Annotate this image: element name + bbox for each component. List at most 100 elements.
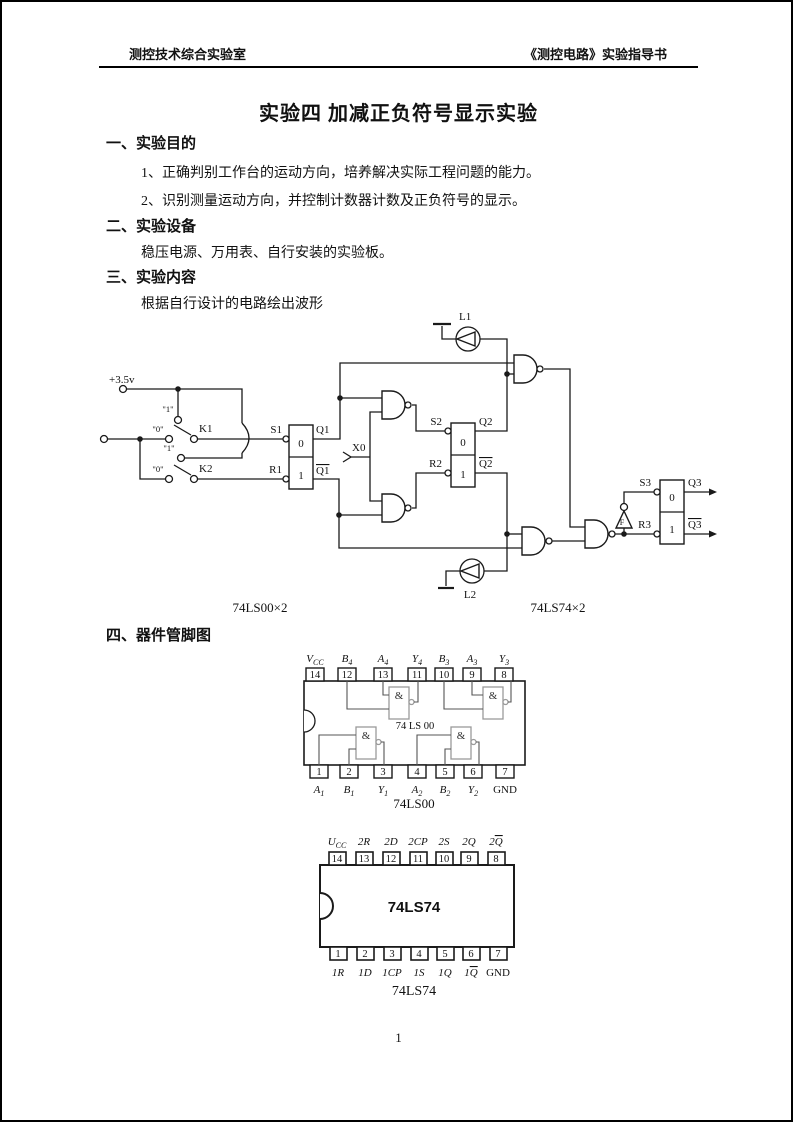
ff2-one: 1 xyxy=(460,469,466,481)
ff3-one: 1 xyxy=(669,524,675,536)
svg-text:1D: 1D xyxy=(358,967,372,979)
pin-number: 11 xyxy=(413,854,423,865)
pin-number: 3 xyxy=(389,949,394,960)
section-3-heading: 三、实验内容 xyxy=(106,270,197,286)
junction-dots xyxy=(137,371,627,537)
label-supply: +3.5v xyxy=(109,374,135,386)
nand-gates xyxy=(381,354,616,556)
svg-text:2R: 2R xyxy=(358,836,371,848)
ls74-bottom-pins: 1 2 3 4 5 6 7 xyxy=(329,946,508,961)
label-s3: S3 xyxy=(639,477,651,489)
ff1-one: 1 xyxy=(298,470,304,482)
inverter-label: F xyxy=(620,518,625,527)
ls00-internal-gates: & & & & 74 LS 00 xyxy=(318,681,512,765)
pin-number: 5 xyxy=(442,767,447,778)
pin-number: 10 xyxy=(439,854,450,865)
flip-flop-1: 0 1 xyxy=(282,424,314,490)
nand-chip-count: 74LS00×2 xyxy=(232,600,288,615)
page-title: 实验四 加减正负符号显示实验 xyxy=(259,103,538,125)
label-q3: Q3 xyxy=(688,477,702,489)
ff2-zero: 0 xyxy=(460,437,466,449)
label-k2-pos1: "1" xyxy=(163,443,174,453)
svg-text:1R: 1R xyxy=(332,967,345,979)
pin-number: 5 xyxy=(442,949,447,960)
ls74-top-labels: UCC 2R 2D 2CP 2S 2Q 2Q xyxy=(328,836,503,850)
label-k1-pos0: "0" xyxy=(152,424,163,434)
ls00-top-pins: 14 12 13 11 10 9 8 xyxy=(305,667,514,682)
ls00-top-labels: VCC B4 A4 Y4 B3 A3 Y3 xyxy=(306,653,509,667)
switch-terminals xyxy=(99,384,199,484)
svg-text:B2: B2 xyxy=(440,784,451,798)
header-right: 《测控电路》实验指导书 xyxy=(523,47,667,62)
ff-chip-count: 74LS74×2 xyxy=(530,600,586,615)
pin-number: 10 xyxy=(439,670,450,681)
pin-number: 13 xyxy=(359,854,370,865)
label-s2: S2 xyxy=(430,416,442,428)
section-2-body: 稳压电源、万用表、自行安装的实验板。 xyxy=(141,246,393,261)
label-q2-bar: Q2 xyxy=(479,458,492,470)
svg-text:1Q: 1Q xyxy=(464,967,478,979)
pin-number: 1 xyxy=(335,949,340,960)
label-k1: K1 xyxy=(199,423,212,435)
and-symbol: & xyxy=(489,690,498,702)
svg-text:B4: B4 xyxy=(342,653,353,667)
ff1-zero: 0 xyxy=(298,438,304,450)
circuit-diagram: 0 1 0 1 0 1 F xyxy=(99,311,717,601)
ls00-pinout-diagram: 14 12 13 11 10 9 8 VCC B4 A4 Y4 B3 A3 Y3… xyxy=(303,653,526,811)
svg-text:VCC: VCC xyxy=(306,653,324,667)
page-number: 1 xyxy=(395,1030,402,1045)
ls74-bottom-labels: 1R 1D 1CP 1S 1Q 1Q GND xyxy=(332,967,510,979)
label-q3-bar: Q3 xyxy=(688,519,702,531)
ls00-bottom-pins: 1 2 3 4 5 6 7 xyxy=(309,764,515,779)
section-1-item-2: 2、识别测量运动方向，并控制计数器计数及正负符号的显示。 xyxy=(141,194,526,209)
svg-text:A3: A3 xyxy=(466,653,478,667)
svg-text:B1: B1 xyxy=(344,784,355,798)
svg-text:2S: 2S xyxy=(439,836,451,848)
svg-text:2CP: 2CP xyxy=(408,836,428,848)
ls74-pinout-diagram: 74LS74 14 13 12 11 10 9 8 UCC 2R 2D 2CP … xyxy=(319,836,515,999)
svg-text:A1: A1 xyxy=(313,784,325,798)
pin-number: 9 xyxy=(469,670,474,681)
header-rule xyxy=(99,66,698,68)
pin-number: 6 xyxy=(470,767,475,778)
svg-text:1Q: 1Q xyxy=(438,967,452,979)
label-l2: L2 xyxy=(464,589,476,601)
label-k1-pos1: "1" xyxy=(162,404,173,414)
ls74-chip-body: 74LS74 xyxy=(319,864,515,948)
svg-text:GND: GND xyxy=(493,784,517,796)
svg-text:Y4: Y4 xyxy=(412,653,422,667)
ls74-center-label: 74LS74 xyxy=(388,899,441,916)
label-r3: R3 xyxy=(638,519,651,531)
pin-number: 7 xyxy=(502,767,507,778)
ls00-bottom-labels: A1 B1 Y1 A2 B2 Y2 GND xyxy=(313,784,517,798)
label-l1: L1 xyxy=(459,311,471,323)
pin-number: 14 xyxy=(332,854,343,865)
section-4-heading: 四、器件管脚图 xyxy=(106,628,212,644)
ls74-caption: 74LS74 xyxy=(392,984,436,999)
flip-flop-3: 0 1 xyxy=(653,479,685,545)
svg-text:A4: A4 xyxy=(377,653,389,667)
ff3-zero: 0 xyxy=(669,492,675,504)
label-q2: Q2 xyxy=(479,416,492,428)
ls00-inner-label: 74 LS 00 xyxy=(396,721,435,732)
label-k2: K2 xyxy=(199,463,212,475)
label-r1: R1 xyxy=(269,464,282,476)
section-1-heading: 一、实验目的 xyxy=(106,136,197,152)
label-r2: R2 xyxy=(429,458,442,470)
pin-number: 7 xyxy=(495,949,500,960)
lamp-l2 xyxy=(459,558,485,584)
svg-text:2Q: 2Q xyxy=(462,836,476,848)
pin-number: 11 xyxy=(412,670,422,681)
section-1-item-1: 1、正确判别工作台的运动方向，培养解决实际工程问题的能力。 xyxy=(141,166,540,181)
header-left: 测控技术综合实验室 xyxy=(129,47,247,62)
and-symbol: & xyxy=(362,730,371,742)
pin-number: 8 xyxy=(501,670,506,681)
label-x0: X0 xyxy=(352,442,366,454)
label-s1: S1 xyxy=(270,424,282,436)
inverter: F xyxy=(614,502,634,529)
circuit-wires xyxy=(108,322,710,590)
svg-text:Y3: Y3 xyxy=(499,653,509,667)
pin-number: 3 xyxy=(380,767,385,778)
pin-number: 1 xyxy=(316,767,321,778)
